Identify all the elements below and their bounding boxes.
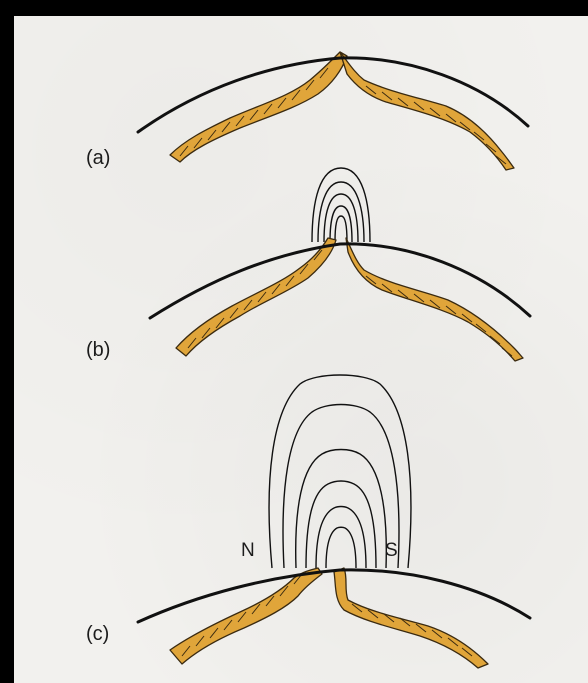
field-loop-b-3 [324, 194, 358, 242]
field-loop-c-6 [326, 527, 356, 568]
field-loop-b-2 [318, 182, 364, 242]
panel-label-c: (c) [86, 623, 109, 645]
solar-surface-c [138, 570, 530, 622]
panel-b: (b) [86, 168, 530, 361]
north-pole-label: N [241, 540, 255, 561]
twist-hatching-c [182, 574, 472, 656]
field-loop-c-3 [296, 450, 387, 569]
field-loop-b-1 [312, 168, 370, 242]
field-loop-b-5 [335, 216, 347, 242]
flux-tube-b-left [176, 238, 336, 356]
panel-label-a: (a) [86, 147, 110, 169]
solar-surface-b [150, 244, 530, 318]
flux-tube-b-right [346, 238, 523, 361]
field-loop-c-5 [316, 507, 366, 569]
flux-tube-c-left [170, 568, 322, 664]
flux-tube-c-right [334, 568, 488, 668]
panel-a: (a) [86, 52, 528, 170]
panel-c: N S (c) [86, 375, 530, 668]
field-loop-b-4 [330, 206, 352, 242]
panel-label-b: (b) [86, 339, 110, 361]
field-loop-c-2 [283, 405, 399, 569]
south-pole-label: S [385, 540, 398, 561]
